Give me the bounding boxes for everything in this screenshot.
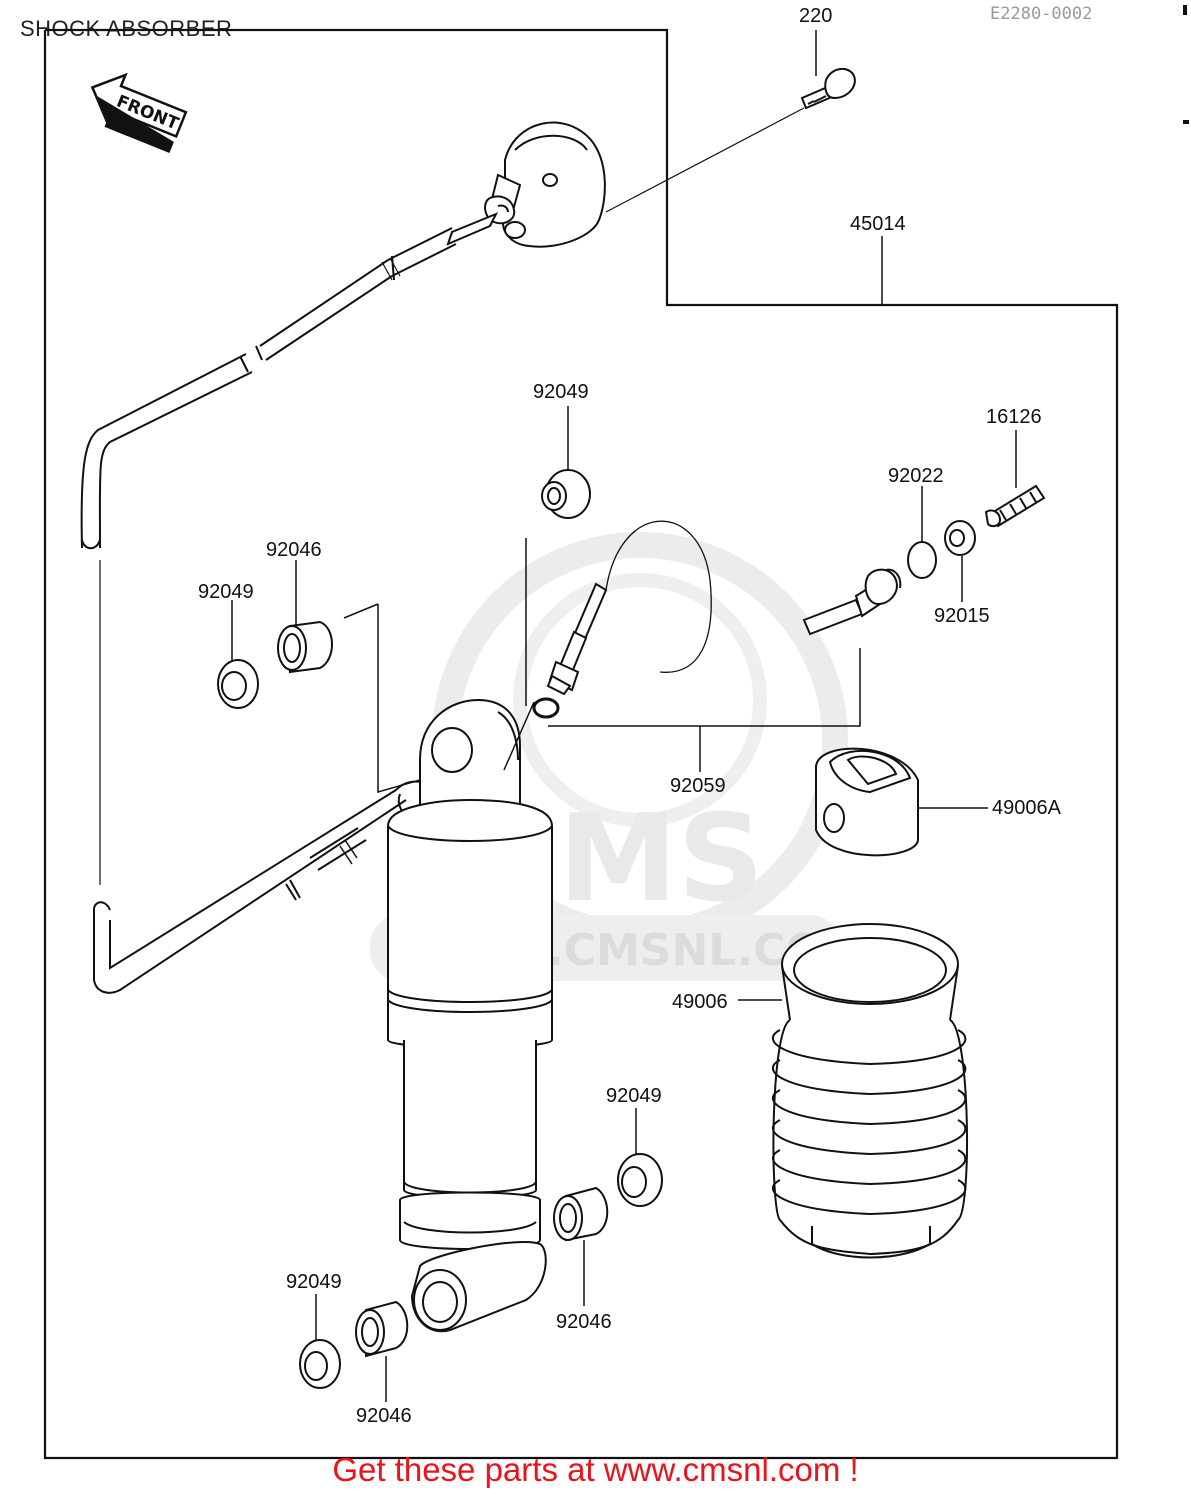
bushing-92046-lower-right [553, 1186, 609, 1242]
part-label: 92049 [198, 581, 254, 603]
part-label: 92015 [934, 605, 990, 627]
corner-mark [1183, 120, 1189, 124]
bushing-92046-left [277, 620, 333, 674]
reservoir-housing [484, 121, 606, 248]
seal-92049-top [541, 469, 591, 519]
part-label: 92022 [888, 465, 944, 487]
valve-16126 [984, 484, 1046, 528]
leader-lines [231, 30, 1017, 1402]
part-label: 92049 [286, 1271, 342, 1293]
part-label: 92046 [266, 539, 322, 561]
bolt-220 [605, 68, 856, 213]
adjuster-fitting [532, 520, 902, 719]
part-label: 49006 [672, 991, 728, 1013]
kit-frame [43, 28, 1119, 1460]
corner-mark [1183, 5, 1187, 15]
part-label: 45014 [850, 213, 906, 235]
boot-49006 [771, 923, 968, 1259]
cap-49006a [815, 747, 919, 857]
part-label: 92046 [356, 1405, 412, 1427]
part-label: 49006A [992, 797, 1062, 819]
part-label: 92049 [533, 381, 589, 403]
part-label: 16126 [986, 406, 1042, 428]
washer-92015 [944, 520, 976, 556]
bushing-92046-bottom [355, 1300, 409, 1358]
part-label: 92049 [606, 1085, 662, 1107]
washer-92022 [907, 541, 937, 579]
part-label: 220 [799, 5, 832, 27]
promo-link[interactable]: Get these parts at www.cmsnl.com ! [332, 1451, 859, 1488]
front-arrow-icon: FRONT [90, 72, 188, 154]
shock-absorber-body [387, 698, 553, 1333]
reference-code: E2280-0002 [990, 4, 1093, 24]
part-label: 92046 [556, 1311, 612, 1333]
part-label: 92059 [670, 775, 726, 797]
seal-92049-bottom [299, 1339, 341, 1389]
page-title: SHOCK ABSORBER [20, 16, 233, 41]
seal-92049-lower-right [617, 1153, 663, 1207]
seal-92049-left [217, 659, 259, 709]
part-labels: 220 45014 92049 16126 92022 92046 92049 … [198, 5, 1062, 1427]
